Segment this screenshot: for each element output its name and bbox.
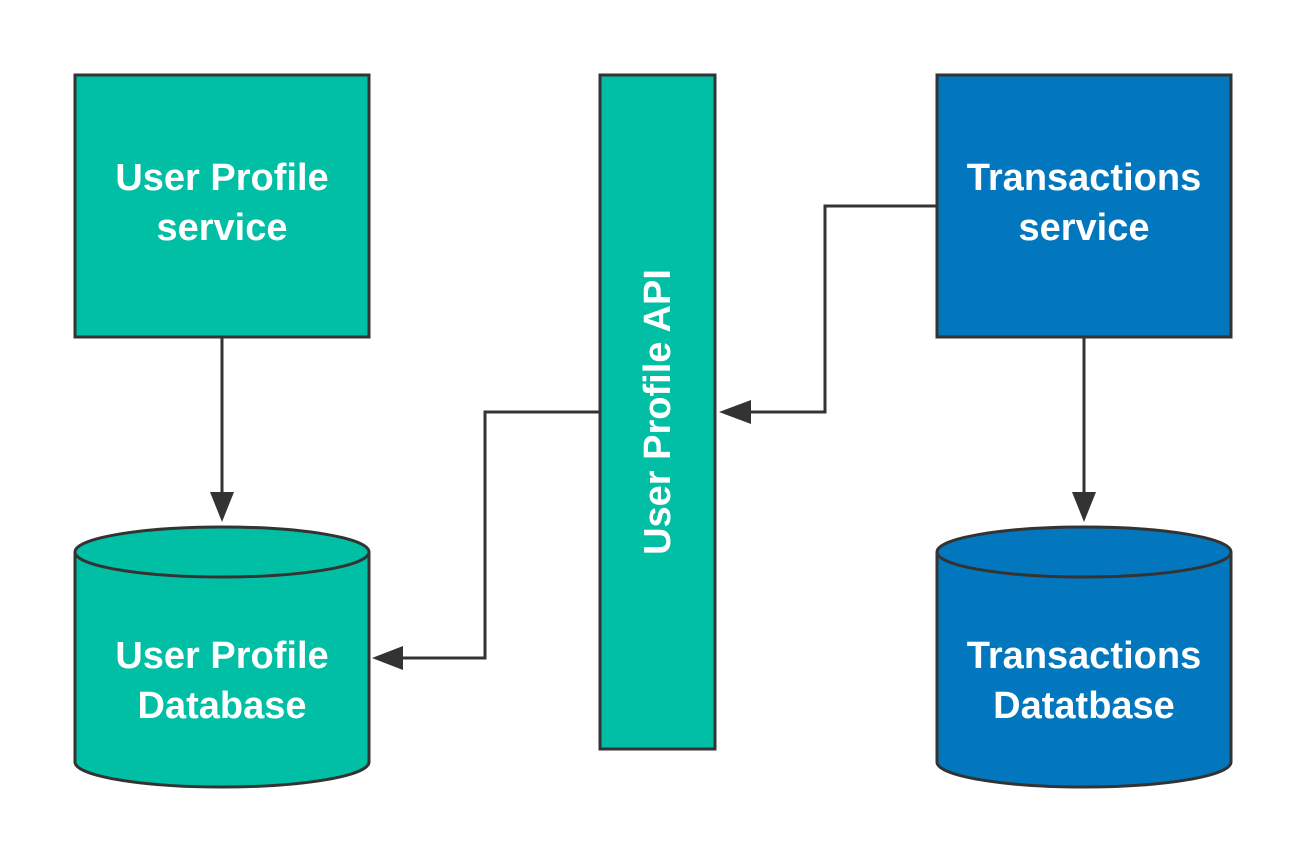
node-transactions-database[interactable]: Transactions Datatbase [935,525,1233,789]
arrowhead-left-icon [372,646,403,670]
arrowhead-down-icon [210,492,234,522]
arrowhead-down-icon [1072,492,1096,522]
transactions-database-body [935,552,1233,789]
transactions-database-label-line2: Datatbase [993,685,1175,727]
transactions-service-label-line2: service [1018,207,1149,249]
user-profile-service-label-line2: service [156,207,287,249]
user-profile-database-body [73,552,371,789]
edge-transactions-service-to-database [1072,337,1096,522]
user-profile-database-label-line1: User Profile [115,635,328,677]
user-profile-service-box [73,73,371,339]
transactions-service-box [935,73,1233,339]
node-user-profile-database[interactable]: User Profile Database [73,525,371,789]
transactions-service-label-line1: Transactions [967,157,1201,199]
edge-service-to-database [210,337,234,522]
user-profile-api-label: User Profile API [637,269,679,555]
node-user-profile-api[interactable]: User Profile API [598,73,717,751]
node-transactions-service[interactable]: Transactions service [935,73,1233,339]
transactions-database-label-line1: Transactions [967,635,1201,677]
user-profile-service-label-line1: User Profile [115,157,328,199]
user-profile-database-top [73,525,371,579]
user-profile-database-label-line2: Database [138,685,307,727]
edge-api-to-database [372,410,600,670]
user-profile-api-box [598,73,717,751]
arrowhead-left-icon [719,400,751,424]
transactions-database-top [935,525,1233,579]
edge-transactions-to-api [719,204,937,424]
node-user-profile-service[interactable]: User Profile service [73,73,371,339]
